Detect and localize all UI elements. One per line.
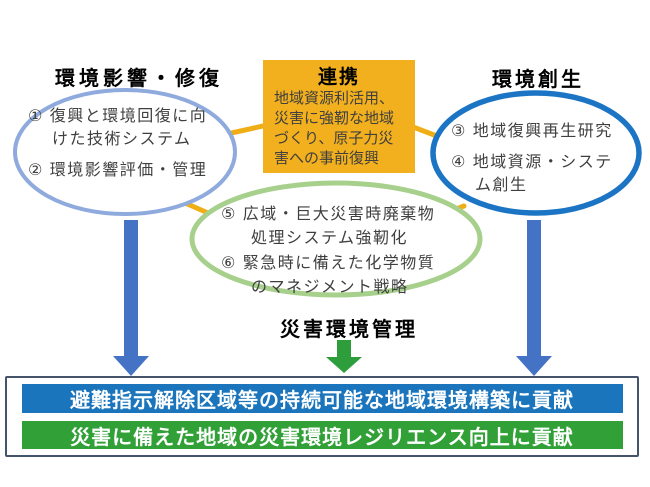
item-1-line: ① 復興と環境回復に向 bbox=[28, 108, 208, 125]
item-6-line: ⑥ 緊急時に備えた化学物質 bbox=[221, 255, 436, 272]
center-down-arrow bbox=[326, 340, 362, 373]
right-ellipse bbox=[430, 90, 642, 216]
heading-environmental-creation: 環境創生 bbox=[492, 69, 584, 91]
bottom-ellipse-text: ⑤ 広域・巨大災害時廃棄物 処理システム強靭化 ⑥ 緊急時に備えた化学物質 のマ… bbox=[221, 203, 435, 300]
item-4-line: ④ 地域資源・システ bbox=[451, 154, 613, 171]
left-ellipse bbox=[13, 88, 237, 216]
banner-sustainable-region: 避難指示解除区域等の持続可能な地域環境構築に貢献 bbox=[21, 384, 623, 413]
cooperation-box-line: 地域資源利活用、 bbox=[274, 90, 395, 107]
left-down-arrow bbox=[113, 220, 149, 376]
item-5-line: ⑤ 広域・巨大災害時廃棄物 bbox=[221, 206, 436, 223]
item-5-line: 処理システム強靭化 bbox=[251, 230, 409, 247]
bottom-ellipse bbox=[189, 180, 483, 298]
banner-disaster-resilience: 災害に備えた地域の災害環境レジリエンス向上に貢献 bbox=[21, 421, 623, 449]
right-down-arrow bbox=[516, 220, 552, 376]
cooperation-box-line: 害への事前復興 bbox=[274, 150, 380, 167]
item-2-line: ② 環境影響評価・管理 bbox=[28, 162, 208, 179]
right-ellipse-text: ③ 地域復興再生研究 ④ 地域資源・システ ム創生 bbox=[451, 120, 613, 197]
item-6-line: のマネジメント戦略 bbox=[251, 279, 409, 296]
cooperation-box-line: 災害に強靭な地域 bbox=[274, 110, 395, 127]
heading-disaster-env-management: 災害環境管理 bbox=[280, 319, 418, 341]
cooperation-box-title: 連携 bbox=[317, 67, 360, 88]
heading-environmental-impact: 環境影響・修復 bbox=[55, 68, 223, 90]
item-4-line: ム創生 bbox=[475, 177, 528, 194]
contribution-box: 避難指示解除区域等の持続可能な地域環境構築に貢献 災害に備えた地域の災害環境レジ… bbox=[5, 376, 639, 457]
left-ellipse-text: ① 復興と環境回復に向 けた技術システム ② 環境影響評価・管理 bbox=[28, 105, 207, 182]
cooperation-box: 連携 地域資源利活用、 災害に強靭な地域 づくり、原子力災 害への事前復興 bbox=[263, 60, 415, 173]
item-3-line: ③ 地域復興再生研究 bbox=[451, 123, 613, 140]
item-1-line: けた技術システム bbox=[52, 131, 192, 148]
cooperation-box-line: づくり、原子力災 bbox=[274, 130, 394, 147]
